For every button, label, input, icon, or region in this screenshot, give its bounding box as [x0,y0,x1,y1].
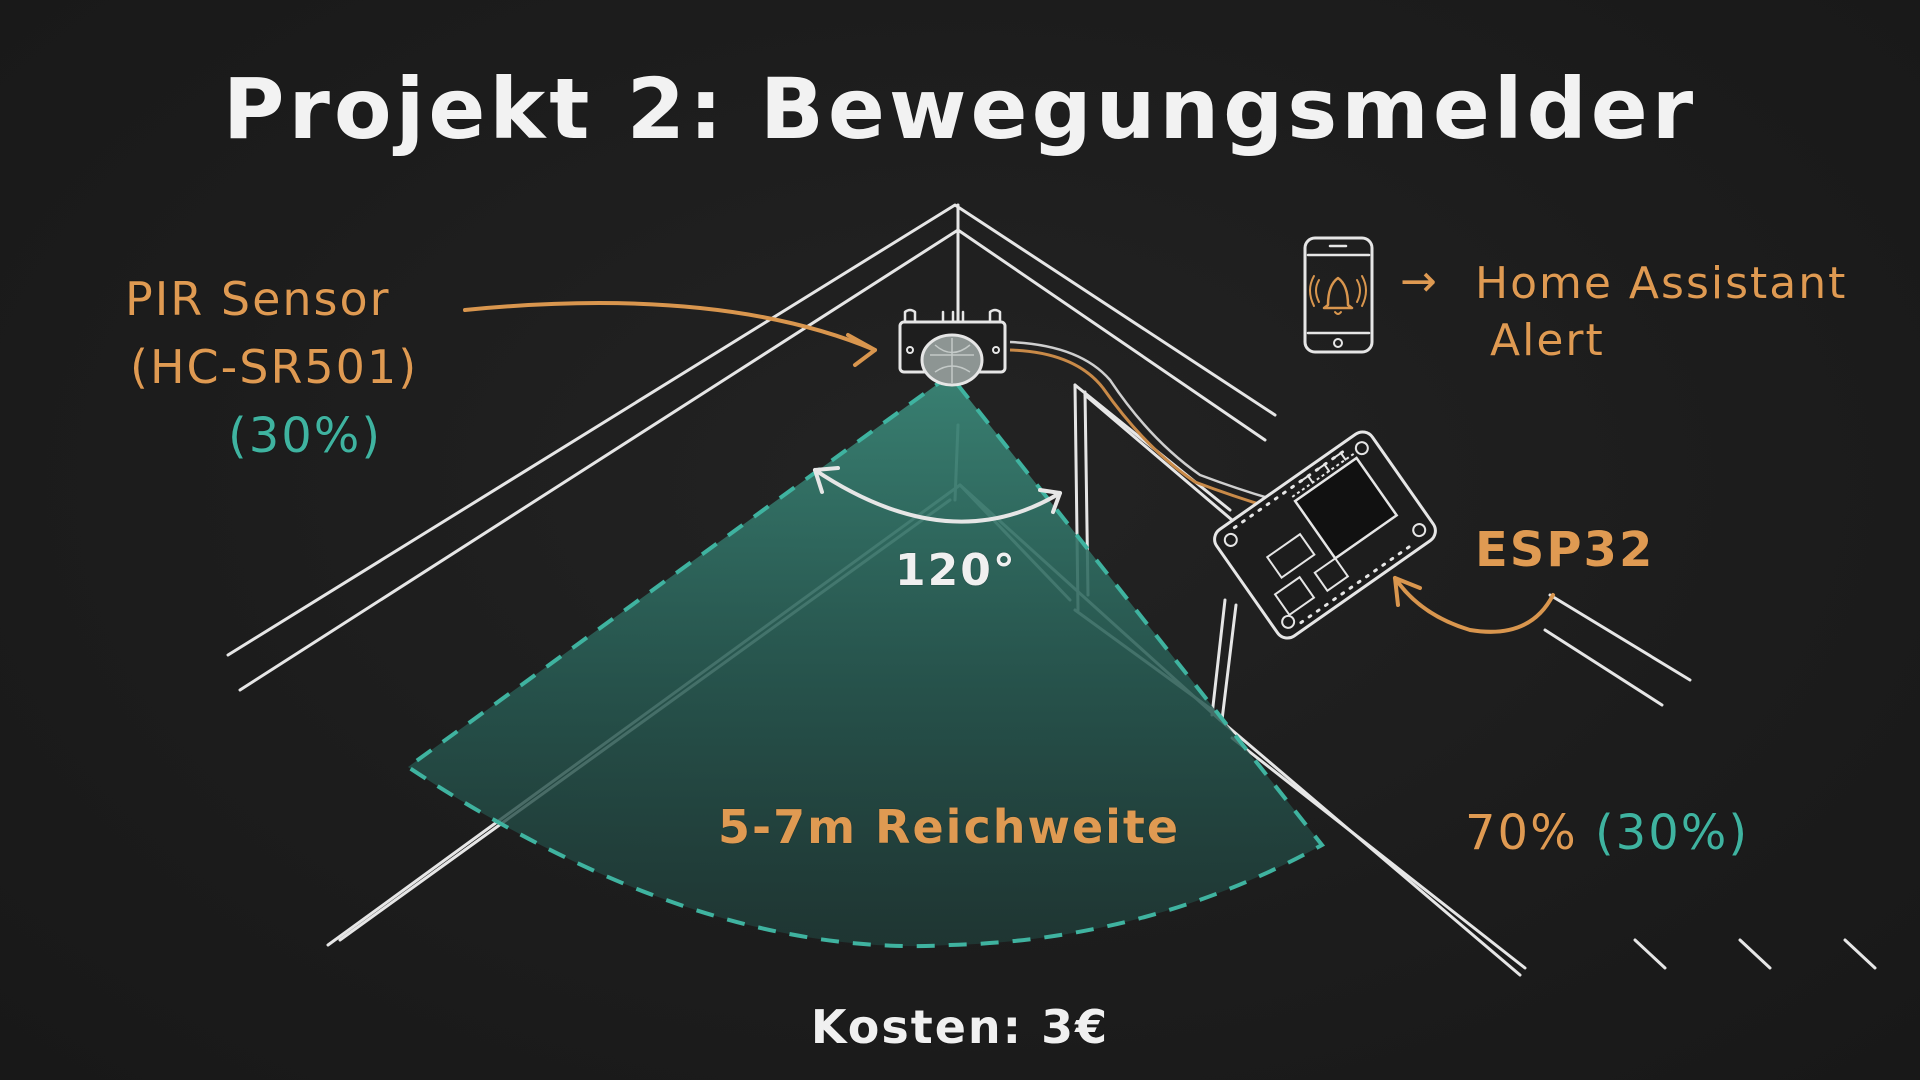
detection-cone-border [404,373,1326,949]
esp32-pointer-arrowhead [1393,576,1422,607]
split-label: 70% (30%) [1465,805,1749,861]
alert-label: Alert [1490,315,1605,366]
detection-angle-label: 120° [895,545,1017,596]
smartphone-bell-icon [1303,236,1374,354]
esp32-label: ESP32 [1475,522,1655,578]
detection-cone [408,375,1322,947]
pir-pointer-arrow [463,301,877,352]
detection-range-label: 5-7m Reichweite [718,800,1181,854]
notification-arrow-icon: → [1400,256,1437,307]
pir-sensor-model: (HC-SR501) [130,340,419,394]
esp32-pointer-arrow [1393,576,1555,634]
cost-label: Kosten: 3€ [810,1000,1110,1054]
pir-sensor-share: (30%) [228,408,383,464]
split-secondary: (30%) [1594,805,1750,861]
pir-pointer-arrowhead [846,333,877,367]
sensor-wire [1009,340,1276,510]
split-primary: 70% [1465,805,1578,861]
pir-sensor-label: PIR Sensor [125,272,391,326]
home-assistant-label: Home Assistant [1475,258,1848,309]
angle-arc [813,466,1062,524]
esp32-board-icon [1213,430,1437,640]
slide-title: Projekt 2: Bewegungsmelder [222,60,1698,158]
pir-sensor-icon [898,308,1007,387]
